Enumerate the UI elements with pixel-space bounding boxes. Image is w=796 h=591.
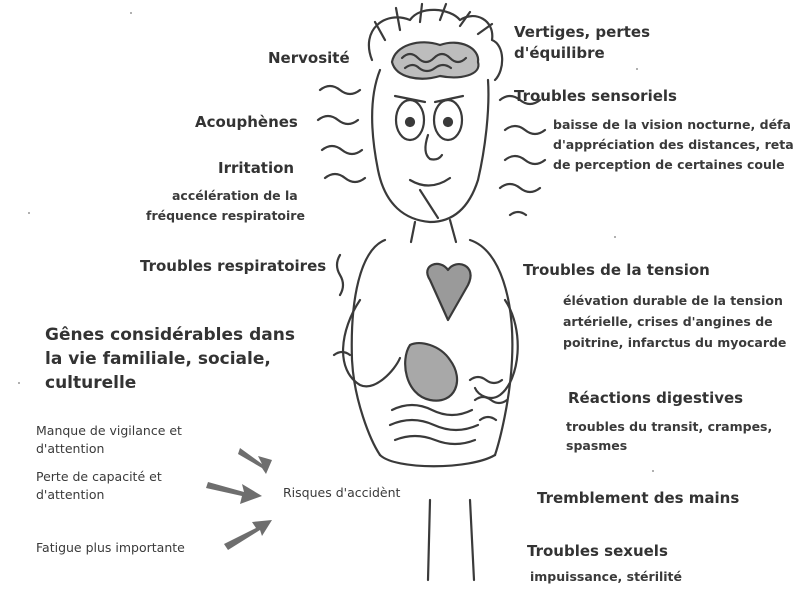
- scan-speck: [130, 12, 132, 14]
- scan-speck: [18, 382, 20, 384]
- label-vertiges-2: d'équilibre: [514, 45, 605, 62]
- digestives-detail-1: troubles du transit, crampes,: [566, 420, 772, 434]
- sensoriels-detail-3: de perception de certaines coule: [553, 158, 785, 172]
- label-troubles-sexuels: Troubles sexuels: [527, 543, 668, 560]
- heart: [427, 264, 470, 320]
- stomach: [405, 343, 457, 401]
- label-genes-1: Gênes considérables dans: [45, 326, 295, 346]
- label-irritation: Irritation: [218, 160, 294, 177]
- left-pupil: [406, 118, 414, 126]
- sensoriels-detail-2: d'appréciation des distances, reta: [553, 138, 794, 152]
- label-tremblement: Tremblement des mains: [537, 490, 739, 507]
- risk-capacite-1: Perte de capacité et: [36, 470, 162, 484]
- shake-lines-right: [500, 96, 545, 215]
- scan-speck: [652, 470, 654, 472]
- brain: [392, 42, 478, 78]
- label-reactions-digestives: Réactions digestives: [568, 390, 743, 407]
- label-troubles-respiratoires: Troubles respiratoires: [140, 258, 326, 275]
- tension-detail-3: poitrine, infarctus du myocarde: [563, 336, 786, 350]
- risk-vigilance-2: d'attention: [36, 442, 104, 456]
- risk-fatigue: Fatigue plus importante: [36, 541, 185, 555]
- risk-accident: Risques d'accidènt: [283, 486, 400, 500]
- irritation-detail-2: fréquence respiratoire: [146, 209, 305, 223]
- digestives-detail-2: spasmes: [566, 439, 627, 453]
- risk-vigilance-1: Manque de vigilance et: [36, 424, 182, 438]
- tension-detail-2: artérielle, crises d'angines de: [563, 315, 773, 329]
- scan-speck: [28, 212, 30, 214]
- neck: [411, 220, 456, 242]
- mouth: [410, 178, 450, 218]
- sexuels-detail: impuissance, stérilité: [530, 570, 682, 584]
- label-troubles-tension: Troubles de la tension: [523, 262, 710, 279]
- arrow-fatigue: [224, 520, 272, 550]
- label-acouphenes: Acouphènes: [195, 114, 298, 131]
- head-outline: [372, 70, 488, 222]
- arrow-capacite: [206, 482, 262, 504]
- label-troubles-sensoriels: Troubles sensoriels: [514, 88, 677, 105]
- risk-capacite-2: d'attention: [36, 488, 104, 502]
- scan-speck: [614, 236, 616, 238]
- label-genes-2: la vie familiale, sociale,: [45, 350, 271, 370]
- irritation-detail-1: accélération de la: [172, 189, 298, 203]
- intestines: [390, 405, 478, 444]
- nose: [425, 135, 442, 160]
- arrow-vigilance: [238, 448, 272, 474]
- tension-detail-1: élévation durable de la tension: [563, 294, 783, 308]
- label-genes-3: culturelle: [45, 374, 136, 394]
- label-vertiges-1: Vertiges, pertes: [514, 24, 650, 41]
- hips-legs: [380, 455, 495, 580]
- right-pupil: [444, 118, 452, 126]
- sensoriels-detail-1: baisse de la vision nocturne, défa: [553, 118, 791, 132]
- label-nervosite: Nervosité: [268, 50, 350, 67]
- scan-speck: [636, 68, 638, 70]
